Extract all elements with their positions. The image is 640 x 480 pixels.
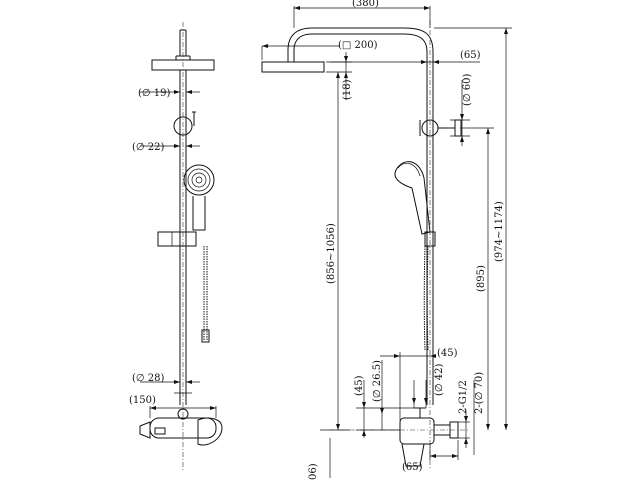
rain-head-side: [261, 61, 325, 73]
dim-mixer-height: (45): [354, 375, 365, 396]
dim-pipe-lower: (∅ 22): [132, 142, 165, 153]
dim-diverter-dia: (∅ 60): [462, 73, 473, 106]
dim-head-thickness: (18): [342, 79, 353, 100]
side-view: (380) (□ 200) (65) (18) (∅ 60) (856~1056…: [261, 0, 512, 480]
dim-pipe-bottom: (∅ 28): [132, 373, 165, 384]
dim-height-range: (856~1056): [326, 223, 337, 284]
dim-head-offset: (65): [460, 50, 481, 61]
dim-head-size: (□ 200): [338, 40, 378, 51]
dim-thread: 2-G1/2: [458, 380, 469, 414]
slider-front: [157, 231, 197, 247]
diverter-knob-front: [173, 116, 193, 136]
dim-body-dia: (∅ 42): [434, 363, 445, 396]
hand-shower-side: [394, 161, 431, 235]
dim-flange-dia: 2-(∅ 70): [474, 372, 485, 414]
dim-pipe-top: (∅ 19): [138, 88, 171, 99]
dim-arm-length: (380): [352, 0, 379, 9]
mixer-body-side: [399, 417, 435, 445]
hand-shower-front: [183, 164, 215, 196]
dim-rail-height: (895): [476, 265, 487, 292]
front-view: (∅ 19) (∅ 22) (∅ 28) (150): [129, 22, 223, 470]
dim-outlet-dia: (∅ 26.5): [372, 360, 383, 402]
dim-bottom-cut: 06): [308, 463, 319, 480]
dim-mixer-offset: (45): [437, 348, 458, 359]
dim-mixer-width: (150): [129, 395, 156, 406]
dim-wall-offset: (65): [402, 462, 423, 473]
shower-arm: [293, 33, 428, 53]
dim-overall-range: (974~1174): [494, 201, 505, 262]
